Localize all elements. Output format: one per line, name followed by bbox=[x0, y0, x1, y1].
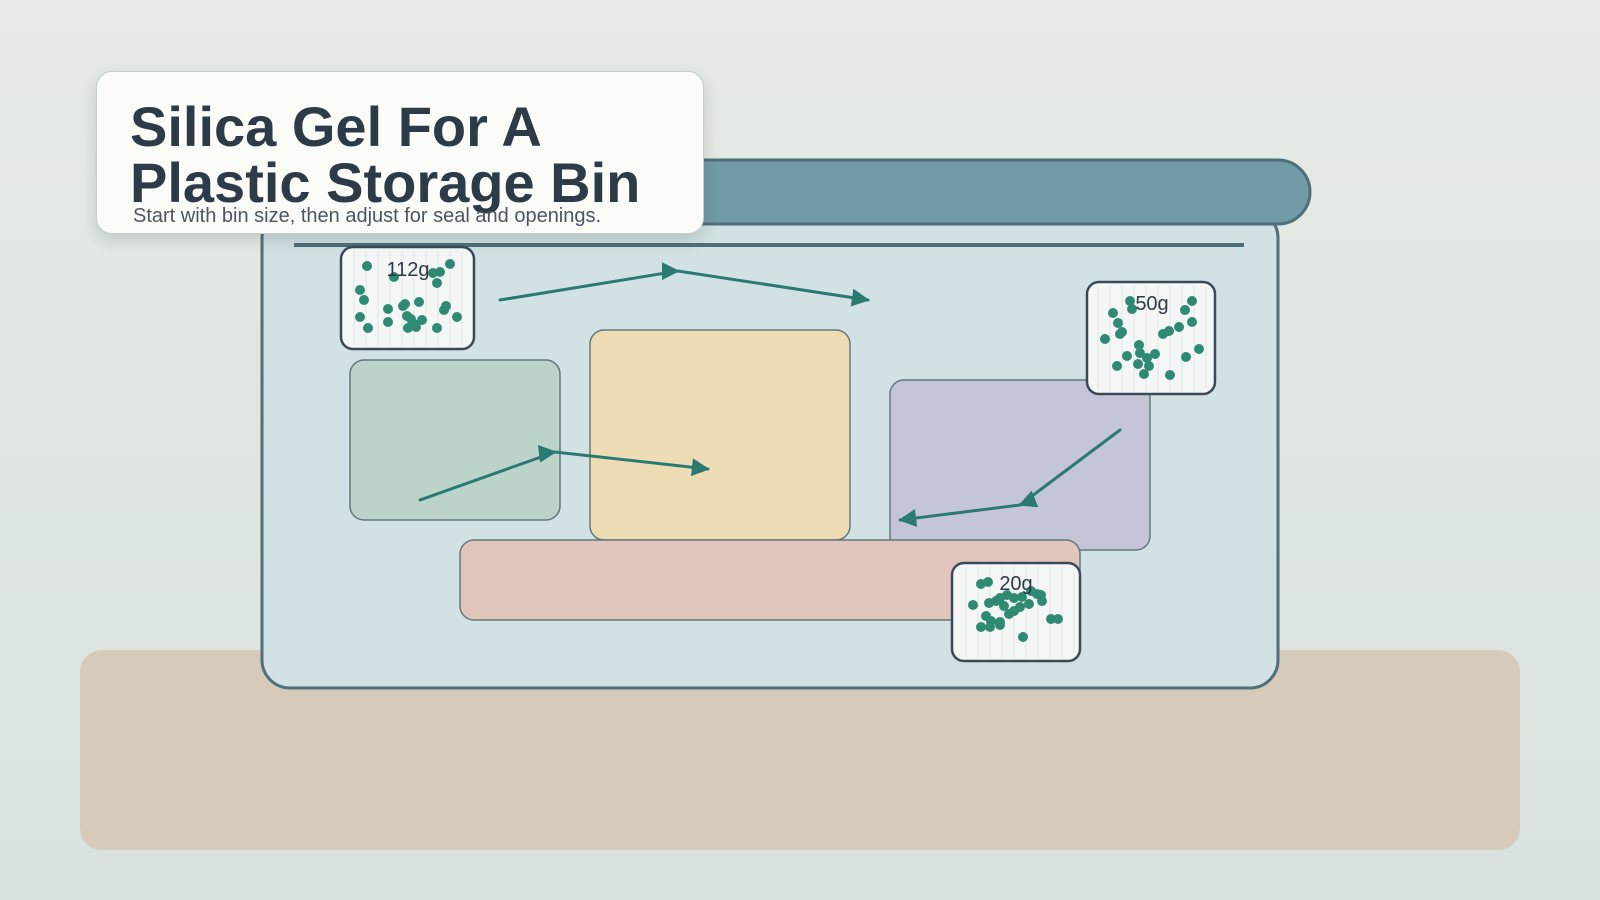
title-card: Silica Gel For A Plastic Storage Bin Sta… bbox=[96, 71, 704, 234]
page-title: Silica Gel For A Plastic Storage Bin bbox=[130, 95, 641, 214]
sachet-label: 112g bbox=[386, 259, 429, 281]
airflow-arrow-right bbox=[898, 428, 1122, 527]
silica-beads bbox=[1100, 296, 1204, 380]
sachet-50g: 50g bbox=[1085, 280, 1217, 396]
airflow-arrow-left bbox=[418, 444, 710, 502]
airflow-arrow-top bbox=[498, 262, 870, 307]
shelf-surface bbox=[80, 650, 1520, 850]
page-subtitle: Start with bin size, then adjust for sea… bbox=[133, 205, 602, 227]
sachet-20g: 20g bbox=[950, 561, 1082, 663]
silica-beads bbox=[355, 259, 462, 333]
sachet-112g: 112g bbox=[339, 245, 476, 351]
sachet-label: 50g bbox=[1135, 293, 1168, 315]
stored-item-green bbox=[349, 359, 561, 521]
stored-item-purple bbox=[889, 379, 1151, 551]
sachet-label: 20g bbox=[999, 573, 1032, 595]
airflow-arrows bbox=[418, 262, 1122, 527]
silica-beads bbox=[968, 577, 1063, 642]
stored-item-yellow bbox=[589, 329, 851, 541]
